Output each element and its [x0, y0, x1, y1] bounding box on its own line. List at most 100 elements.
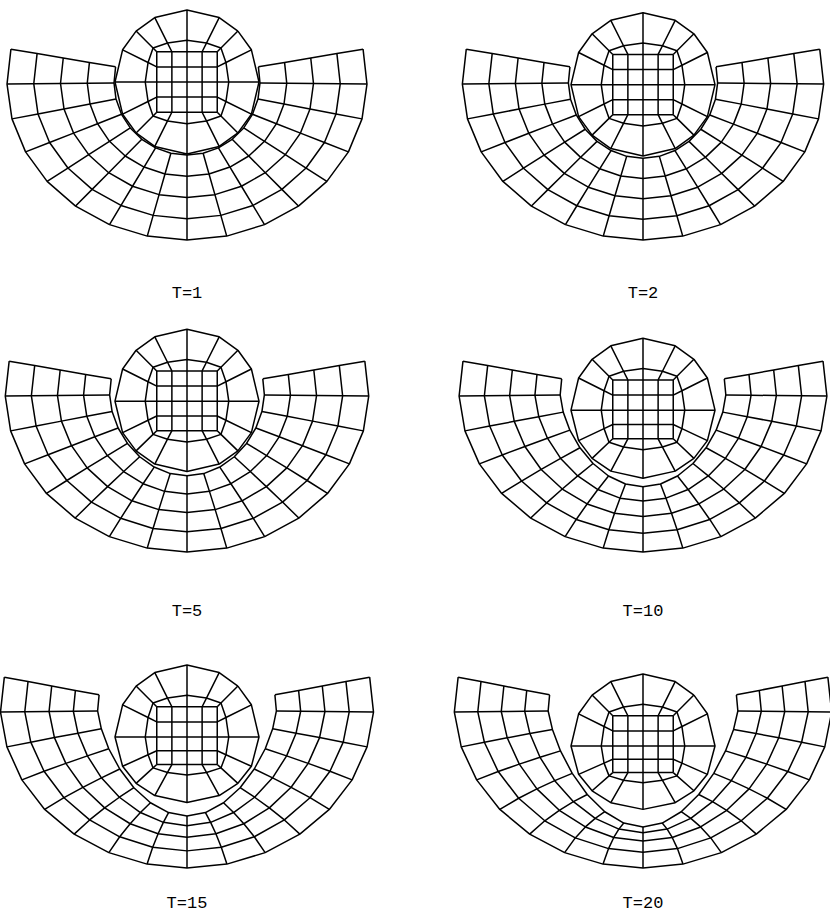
mesh-line [642, 487, 644, 552]
mesh-line [136, 686, 157, 707]
mesh-line [716, 430, 807, 464]
mesh-line [714, 773, 786, 809]
mesh-line [571, 84, 613, 86]
mesh-line [147, 813, 168, 865]
mesh-line [186, 431, 188, 472]
mesh-line [673, 745, 715, 747]
mesh-line [657, 54, 659, 114]
mesh-line [22, 749, 109, 780]
mesh-line [734, 729, 825, 746]
mesh-line [234, 457, 299, 518]
mesh-line [530, 794, 588, 834]
mesh-line [201, 371, 203, 431]
mesh-line [115, 665, 259, 803]
mesh-line [7, 83, 114, 84]
time-label: T=10 [621, 602, 666, 621]
mesh-line [7, 49, 367, 240]
mesh-line [726, 751, 810, 780]
mesh-line [657, 380, 659, 439]
mesh-line [252, 114, 348, 152]
mesh-line [724, 361, 823, 379]
mesh-line [627, 380, 629, 439]
mesh-line [673, 409, 715, 411]
mesh-line [26, 114, 122, 152]
mesh-line [4, 677, 99, 695]
mesh-line [706, 448, 784, 494]
mesh-line [74, 788, 134, 834]
mesh-line [531, 141, 597, 206]
mesh-line [459, 395, 560, 396]
mesh-line [47, 128, 130, 181]
mesh-line [258, 49, 363, 67]
mesh-line [12, 99, 116, 119]
mesh-line [462, 49, 823, 240]
mesh-line [673, 359, 694, 380]
mesh-line [218, 148, 264, 225]
mesh-line [186, 665, 188, 707]
mesh-line [217, 686, 238, 707]
mesh-line [612, 380, 614, 439]
mesh-line [98, 695, 277, 816]
mesh-line [535, 374, 751, 501]
mesh-line [642, 115, 644, 156]
mesh-line [9, 361, 111, 379]
mesh-line [642, 674, 644, 716]
mesh-panel [454, 674, 830, 868]
mesh-line [157, 96, 217, 98]
mesh-line [76, 139, 142, 206]
mesh-line [49, 686, 325, 837]
time-label: T=5 [170, 602, 205, 621]
mesh-line [642, 773, 644, 810]
mesh-line [715, 99, 818, 119]
mesh-line [110, 148, 156, 225]
mesh-line [204, 474, 227, 549]
mesh-line [601, 704, 685, 783]
mesh-line [571, 674, 715, 809]
mesh-line [217, 31, 238, 52]
mesh-line [592, 34, 613, 55]
mesh-line [661, 484, 683, 548]
mesh-line [136, 350, 157, 371]
mesh-line [467, 99, 570, 119]
mesh-line [186, 765, 188, 803]
mesh-line [481, 115, 576, 152]
mesh-line [677, 476, 720, 537]
mesh-line [186, 476, 188, 552]
mesh-line [736, 677, 827, 695]
mesh-line [276, 711, 373, 712]
mesh-line [571, 745, 613, 747]
mesh-line [109, 467, 154, 537]
mesh-line [642, 158, 644, 240]
mesh-line [275, 677, 370, 695]
mesh-line [156, 707, 158, 765]
mesh-line [186, 52, 188, 112]
mesh-line [531, 464, 593, 519]
mesh-line [217, 350, 238, 371]
mesh-line [115, 10, 259, 154]
mesh-line [675, 151, 721, 225]
mesh-line [723, 412, 821, 431]
mesh-line [477, 751, 561, 780]
mesh-line [145, 359, 229, 442]
mesh-line [463, 361, 562, 379]
mesh-panel [459, 338, 827, 552]
mesh-line [258, 99, 362, 119]
mesh-line [171, 707, 173, 765]
mesh-line [601, 368, 685, 449]
mesh-line [157, 415, 217, 417]
mesh-panel [1, 665, 374, 868]
mesh-line [642, 338, 644, 380]
time-label: T=2 [626, 284, 661, 303]
mesh-line [673, 84, 715, 86]
mesh-line [459, 361, 827, 552]
mesh-line [642, 54, 644, 114]
mesh-line [710, 115, 805, 152]
mesh-line [592, 359, 613, 380]
mesh-line [240, 788, 300, 834]
time-label: T=1 [170, 284, 205, 303]
mesh-line [217, 400, 259, 402]
mesh-line [466, 49, 570, 67]
mesh-line [5, 395, 109, 396]
mesh-line [186, 707, 188, 765]
